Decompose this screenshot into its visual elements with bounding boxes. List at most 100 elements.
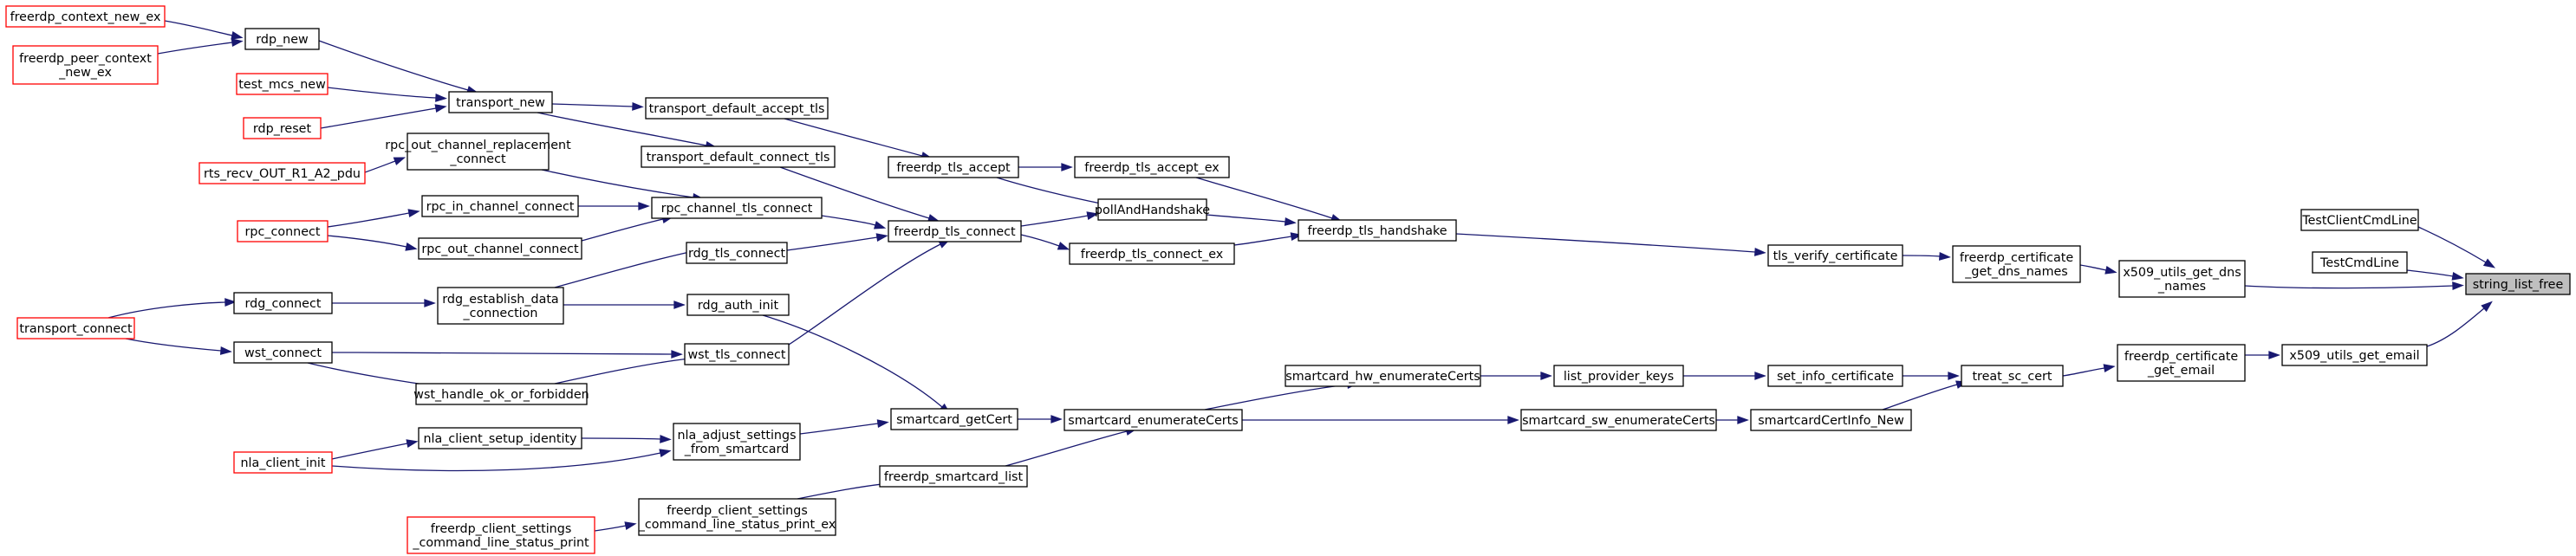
node-nla_client_setup_identity[interactable]: nla_client_setup_identity <box>418 427 582 449</box>
node-freerdp_tls_handshake[interactable]: freerdp_tls_handshake <box>1298 219 1457 242</box>
call-graph-nodes: string_list_freeTestClientCmdLineTestCmd… <box>5 5 2571 554</box>
node-rts_recv_OUT_R1_A2_pdu[interactable]: rts_recv_OUT_R1_A2_pdu <box>198 162 366 184</box>
node-box <box>888 156 1019 178</box>
node-box <box>1097 198 1207 221</box>
node-list_provider_keys[interactable]: list_provider_keys <box>1553 365 1684 387</box>
node-set_info_certificate[interactable]: set_info_certificate <box>1767 365 1903 387</box>
arrow-head-icon <box>1948 372 1960 380</box>
node-label: rdg_auth_init <box>698 299 779 313</box>
node-freerdp_tls_connect[interactable]: freerdp_tls_connect <box>888 220 1022 242</box>
node-rdg_connect[interactable]: rdg_connect <box>233 292 333 314</box>
edge-freerdp_certificate_get_email-to-x509_utils_get_email <box>2245 351 2280 359</box>
node-smartcardCertInfo_New[interactable]: smartcardCertInfo_New <box>1750 409 1912 431</box>
arrow-head-icon <box>671 350 683 359</box>
node-label: tls_verify_certificate <box>1773 249 1898 263</box>
node-box <box>415 383 588 405</box>
node-box <box>2118 260 2246 298</box>
edge-line <box>1455 233 1756 253</box>
arrow-head-icon <box>2452 281 2464 290</box>
edge-pollAndHandshake-to-freerdp_tls_handshake <box>1206 214 1297 226</box>
node-pollAndHandshake[interactable]: pollAndHandshake <box>1095 198 1210 221</box>
arrow-head-icon <box>1057 242 1070 250</box>
node-rpc_out_channel_replacement_connect[interactable]: rpc_out_channel_replacement_connect <box>385 133 571 171</box>
edge-line <box>1005 430 1128 467</box>
edge-rpc_connect-to-rpc_in_channel_connect <box>327 209 420 228</box>
node-label: wst_connect <box>244 346 322 360</box>
node-freerdp_certificate_get_dns_names[interactable]: freerdp_certificate_get_dns_names <box>1952 245 2081 283</box>
node-smartcard_hw_enumerateCerts[interactable]: smartcard_hw_enumerateCerts <box>1285 365 1481 387</box>
node-freerdp_client_settings_command_line_status_print_ex[interactable]: freerdp_client_settings_command_line_sta… <box>638 498 836 536</box>
node-box <box>651 197 823 219</box>
node-nla_client_init[interactable]: nla_client_init <box>233 451 333 474</box>
node-freerdp_tls_connect_ex[interactable]: freerdp_tls_connect_ex <box>1069 242 1235 265</box>
node-label: rdg_establish_data <box>442 293 558 307</box>
node-transport_default_accept_tls[interactable]: transport_default_accept_tls <box>645 97 829 120</box>
arrow-head-icon <box>219 346 232 355</box>
edge-freerdp_tls_accept-to-freerdp_tls_accept_ex <box>1018 163 1073 171</box>
node-rpc_connect[interactable]: rpc_connect <box>237 220 329 242</box>
arrow-head-icon <box>2104 266 2117 275</box>
node-box <box>673 423 801 461</box>
node-freerdp_context_new_ex[interactable]: freerdp_context_new_ex <box>5 5 166 28</box>
node-rpc_in_channel_connect[interactable]: rpc_in_channel_connect <box>421 195 579 217</box>
edge-line <box>107 301 226 319</box>
node-tls_verify_certificate[interactable]: tls_verify_certificate <box>1767 244 1903 267</box>
node-freerdp_smartcard_list[interactable]: freerdp_smartcard_list <box>879 465 1028 488</box>
node-rdp_new[interactable]: rdp_new <box>244 28 320 50</box>
edge-freerdp_tls_connect_ex-to-freerdp_tls_handshake <box>1233 232 1303 246</box>
node-freerdp_peer_context_new_ex[interactable]: freerdp_peer_context_new_ex <box>12 45 159 85</box>
edge-smartcard_enumerateCerts-to-smartcard_sw_enumerateCerts <box>1242 416 1519 424</box>
node-smartcard_getCert[interactable]: smartcard_getCert <box>890 408 1018 430</box>
arrow-head-icon <box>224 298 237 307</box>
node-label: test_mcs_new <box>238 78 326 92</box>
node-treat_sc_cert[interactable]: treat_sc_cert <box>1961 365 2064 387</box>
node-rdp_reset[interactable]: rdp_reset <box>243 117 322 139</box>
node-box <box>686 294 790 316</box>
edge-transport_connect-to-wst_connect <box>125 338 232 355</box>
edge-line <box>821 215 876 226</box>
node-label: rpc_connect <box>245 225 321 239</box>
edge-line <box>537 112 707 146</box>
node-x509_utils_get_email[interactable]: x509_utils_get_email <box>2281 344 2428 366</box>
node-transport_new[interactable]: transport_new <box>448 91 553 113</box>
node-label: nla_client_setup_identity <box>423 432 577 446</box>
arrow-head-icon <box>231 38 244 47</box>
arrow-head-icon <box>659 449 672 457</box>
node-nla_adjust_settings_from_smartcard[interactable]: nla_adjust_settings_from_smartcard <box>673 423 801 461</box>
node-smartcard_sw_enumerateCerts[interactable]: smartcard_sw_enumerateCerts <box>1520 409 1717 431</box>
edge-rts_recv_OUT_R1_A2_pdu-to-rpc_out_channel_replacement_connect <box>364 157 407 173</box>
node-label: rdp_reset <box>253 122 312 136</box>
node-TestCmdLine[interactable]: TestCmdLine <box>2312 251 2408 274</box>
node-box <box>2281 344 2428 366</box>
edge-line <box>554 358 690 385</box>
edge-nla_client_init-to-nla_adjust_settings_from_smartcard <box>331 449 672 472</box>
edge-line <box>554 250 694 288</box>
node-box <box>233 451 333 474</box>
node-box <box>448 91 553 113</box>
edge-rpc_connect-to-rpc_out_channel_connect <box>327 235 418 251</box>
node-rdg_establish_data_connection[interactable]: rdg_establish_data_connection <box>437 287 564 325</box>
node-test_mcs_new[interactable]: test_mcs_new <box>236 73 329 95</box>
node-freerdp_certificate_get_email[interactable]: freerdp_certificate_get_email <box>2117 344 2246 382</box>
node-wst_connect[interactable]: wst_connect <box>233 341 333 364</box>
node-TestClientCmdLine[interactable]: TestClientCmdLine <box>2300 209 2419 231</box>
node-box <box>1069 242 1235 265</box>
edge-freerdp_context_new_ex-to-rdp_new <box>164 20 244 40</box>
node-rdg_auth_init[interactable]: rdg_auth_init <box>686 294 790 316</box>
node-transport_default_connect_tls[interactable]: transport_default_connect_tls <box>641 145 836 168</box>
node-smartcard_enumerateCerts[interactable]: smartcard_enumerateCerts <box>1064 409 1243 431</box>
node-wst_handle_ok_or_forbidden[interactable]: wst_handle_ok_or_forbidden <box>413 383 589 405</box>
node-rpc_out_channel_connect[interactable]: rpc_out_channel_connect <box>418 237 582 260</box>
arrow-head-icon <box>2103 364 2116 372</box>
node-freerdp_client_settings_command_line_status_print[interactable]: freerdp_client_settings_command_line_sta… <box>407 516 595 554</box>
edge-line <box>1206 214 1286 223</box>
node-x509_utils_get_dns_names[interactable]: x509_utils_get_dns_names <box>2118 260 2246 298</box>
node-transport_connect[interactable]: transport_connect <box>16 317 135 339</box>
node-freerdp_tls_accept[interactable]: freerdp_tls_accept <box>888 156 1019 178</box>
node-rpc_channel_tls_connect[interactable]: rpc_channel_tls_connect <box>651 197 823 219</box>
node-rdg_tls_connect[interactable]: rdg_tls_connect <box>686 242 788 264</box>
node-freerdp_tls_accept_ex[interactable]: freerdp_tls_accept_ex <box>1074 156 1230 178</box>
node-wst_tls_connect[interactable]: wst_tls_connect <box>684 343 790 365</box>
arrow-head-icon <box>1753 248 1766 256</box>
edge-line <box>327 87 437 99</box>
